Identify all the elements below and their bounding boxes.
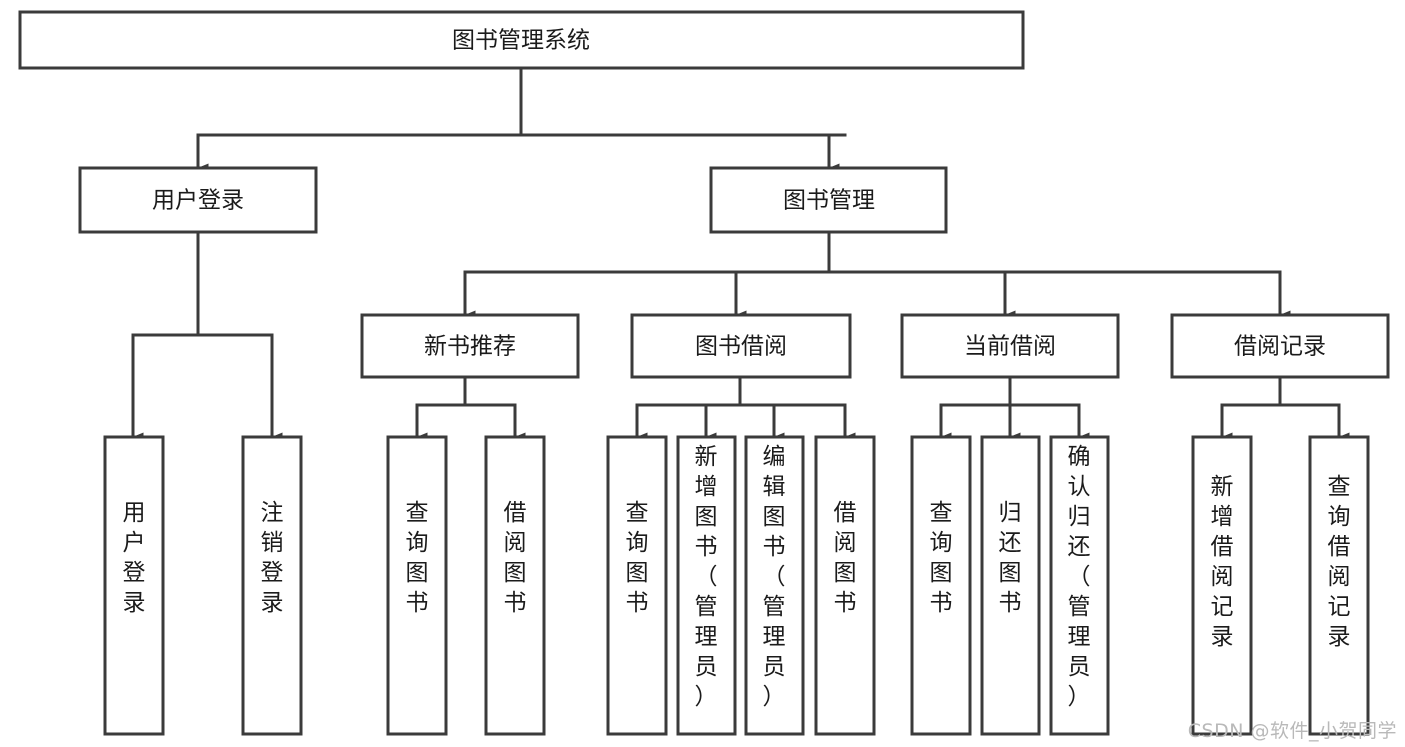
leaf-borrow-3-label: 借阅图书 [834, 500, 857, 616]
leaf-records-1-box[interactable] [1308, 435, 1370, 736]
leaf-borrow-2[interactable]: 编辑图书（管理员） [744, 435, 805, 736]
node-current-borrow[interactable]: 当前借阅 [900, 313, 1120, 379]
leaf-records-1[interactable]: 查询借阅记录 [1308, 435, 1370, 736]
leaf-records-0-label: 新增借阅记录 [1211, 474, 1234, 650]
connectors-newbook-to-leaves [415, 375, 526, 442]
leaf-current-1-label: 归还图书 [999, 500, 1022, 616]
leaf-borrow-0-box[interactable] [606, 435, 668, 736]
leaf-user-login-0-box[interactable] [103, 435, 165, 736]
node-book-management-label: 图书管理 [783, 188, 875, 214]
node-book-borrow-label: 图书借阅 [695, 334, 787, 360]
node-book-borrow[interactable]: 图书借阅 [630, 313, 852, 379]
leaf-new-book-0[interactable]: 查询图书 [386, 435, 448, 736]
leaf-borrow-3-box[interactable] [814, 435, 876, 736]
leaf-current-0[interactable]: 查询图书 [910, 435, 972, 736]
leaf-new-book-1-box[interactable] [484, 435, 546, 736]
connectors-userlogin-to-leaves [131, 230, 283, 442]
node-book-borrow-box[interactable] [630, 313, 852, 379]
node-borrow-records[interactable]: 借阅记录 [1170, 313, 1390, 379]
leaf-user-login-1-box[interactable] [241, 435, 303, 736]
node-new-book-recommend[interactable]: 新书推荐 [360, 313, 580, 379]
leaf-user-login-0[interactable]: 用户登录 [103, 435, 165, 736]
leaf-borrow-1-label: 新增图书（管理员） [695, 444, 718, 710]
leaf-current-0-box[interactable] [910, 435, 972, 736]
node-new-book-recommend-box[interactable] [360, 313, 580, 379]
node-new-book-recommend-label: 新书推荐 [424, 334, 516, 360]
node-user-login[interactable]: 用户登录 [78, 166, 318, 234]
leaf-current-1[interactable]: 归还图书 [980, 435, 1041, 736]
leaf-current-2[interactable]: 确认归还（管理员） [1049, 435, 1110, 736]
leaf-new-book-1-label: 借阅图书 [504, 500, 527, 616]
node-root-label: 图书管理系统 [452, 28, 590, 54]
leaf-borrow-2-label: 编辑图书（管理员） [763, 444, 786, 710]
node-book-management-box[interactable] [709, 166, 948, 234]
leaf-borrow-1-box[interactable] [676, 435, 737, 736]
leaf-new-book-0-box[interactable] [386, 435, 448, 736]
leaf-user-login-1[interactable]: 注销登录 [241, 435, 303, 736]
leaf-current-1-box[interactable] [980, 435, 1041, 736]
connectors-bookmgmt-to-level3 [463, 230, 1291, 320]
leaf-current-2-box[interactable] [1049, 435, 1110, 736]
leaf-user-login-1-label: 注销登录 [261, 500, 284, 616]
leaf-borrow-0[interactable]: 查询图书 [606, 435, 668, 736]
connectors-records-to-leaves [1220, 375, 1350, 442]
leaf-borrow-2-box[interactable] [744, 435, 805, 736]
node-user-login-box[interactable] [78, 166, 318, 234]
node-root-box[interactable] [18, 10, 1025, 70]
node-current-borrow-box[interactable] [900, 313, 1120, 379]
leaf-borrow-3[interactable]: 借阅图书 [814, 435, 876, 736]
csdn-watermark: CSDN @软件_小贺同学 [1187, 720, 1397, 742]
node-book-management[interactable]: 图书管理 [709, 166, 948, 234]
connectors-root-to-level2 [196, 66, 847, 173]
node-borrow-records-box[interactable] [1170, 313, 1390, 379]
connectors-borrow-to-leaves [635, 375, 856, 442]
node-current-borrow-label: 当前借阅 [964, 334, 1056, 360]
leaf-borrow-1[interactable]: 新增图书（管理员） [676, 435, 737, 736]
leaf-current-0-label: 查询图书 [930, 500, 953, 616]
leaf-user-login-0-label: 用户登录 [123, 500, 146, 616]
node-user-login-label: 用户登录 [152, 188, 244, 214]
leaf-records-1-label: 查询借阅记录 [1328, 474, 1351, 650]
node-root[interactable]: 图书管理系统 [18, 10, 1025, 70]
leaf-records-0-box[interactable] [1191, 435, 1253, 736]
leaf-current-2-label: 确认归还（管理员） [1068, 444, 1091, 710]
leaf-records-0[interactable]: 新增借阅记录 [1191, 435, 1253, 736]
connectors-current-to-leaves [939, 375, 1090, 442]
leaf-new-book-1[interactable]: 借阅图书 [484, 435, 546, 736]
leaf-borrow-0-label: 查询图书 [626, 500, 649, 616]
node-borrow-records-label: 借阅记录 [1234, 334, 1326, 360]
leaf-new-book-0-label: 查询图书 [406, 500, 429, 616]
